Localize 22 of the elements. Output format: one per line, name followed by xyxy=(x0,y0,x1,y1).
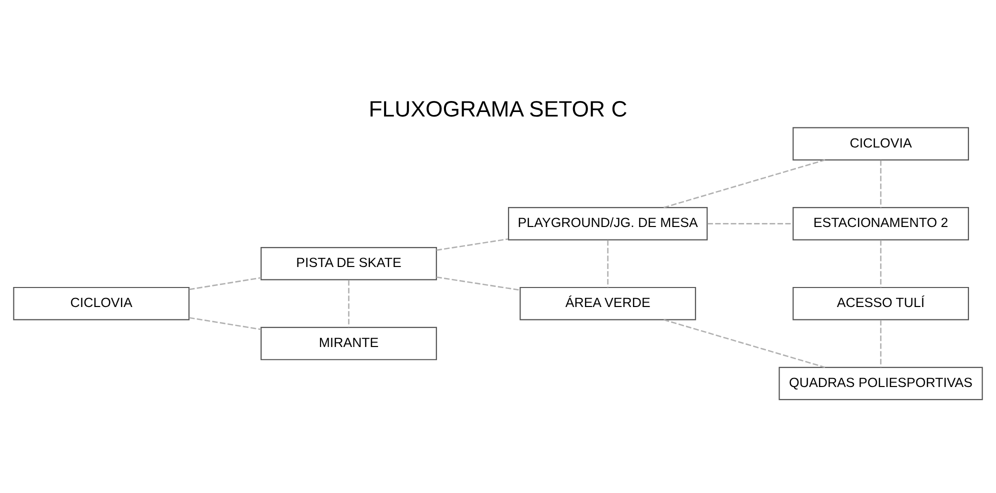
connector xyxy=(664,158,826,208)
connector xyxy=(707,222,793,224)
connector xyxy=(607,240,608,287)
node-box: MIRANTE xyxy=(260,326,437,360)
node-box: ESTACIONAMENTO 2 xyxy=(792,206,969,240)
node-box: PISTA DE SKATE xyxy=(260,246,437,280)
diagram-title: FLUXOGRAMA SETOR C xyxy=(368,96,628,122)
connector xyxy=(189,276,262,290)
node-box: CICLOVIA xyxy=(792,126,969,160)
node-box: PLAYGROUND/JG. DE MESA xyxy=(508,206,708,240)
connector xyxy=(880,160,882,207)
node-box: ACESSO TULÍ xyxy=(792,286,969,320)
connector xyxy=(880,240,882,287)
connector xyxy=(436,276,520,290)
connector xyxy=(664,318,826,368)
connector xyxy=(189,316,262,330)
connector xyxy=(880,320,882,367)
node-box: ÁREA VERDE xyxy=(520,286,696,320)
connector xyxy=(348,280,350,327)
connector xyxy=(436,238,508,250)
node-box: QUADRAS POLIESPORTIVAS xyxy=(778,366,983,400)
node-box: CICLOVIA xyxy=(13,286,190,320)
